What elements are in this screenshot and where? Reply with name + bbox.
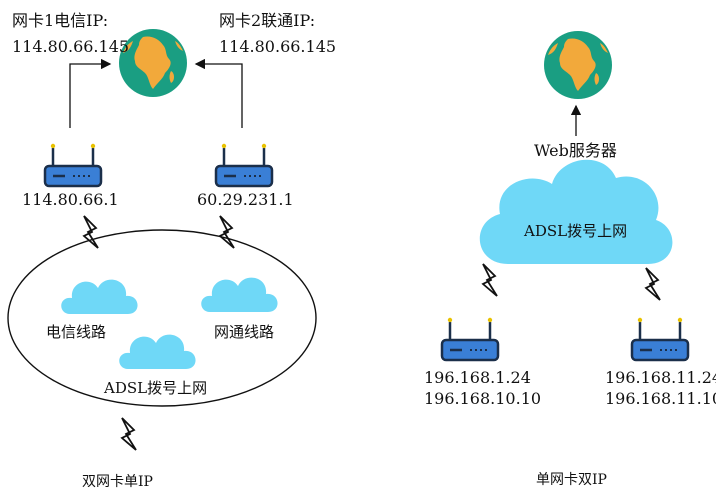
wireless-bolt-icon-3 xyxy=(121,417,137,451)
router2-ip: 60.29.231.1 xyxy=(197,190,294,209)
router-icon-1 xyxy=(43,142,103,188)
left-panel: 网卡1电信IP: 114.80.66.145 网卡2联通IP: 114.80.6… xyxy=(7,11,336,490)
cloud-adsl-label: ADSL拨号上网 xyxy=(103,379,207,397)
web-server-label: Web服务器 xyxy=(534,141,617,160)
cloud-icon-telecom xyxy=(61,279,138,314)
router-icon-4 xyxy=(630,316,690,362)
router3-ip1: 196.168.1.24 xyxy=(424,368,531,387)
internet-globe-icon-right xyxy=(544,31,612,99)
adsl-cloud-icon xyxy=(479,159,673,264)
cloud-telecom-label: 电信线路 xyxy=(46,323,106,341)
cloud-icon-unicom xyxy=(201,277,278,312)
isp1-label-line2: 114.80.66.145 xyxy=(12,37,129,56)
cloud-unicom-label: 网通线路 xyxy=(214,323,274,341)
router4-ip2: 196.168.11.10 xyxy=(605,389,716,408)
router-icon-3 xyxy=(440,316,500,362)
router1-ip: 114.80.66.1 xyxy=(22,190,119,209)
cloud-icon-adsl xyxy=(119,334,196,369)
router3-ip2: 196.168.10.10 xyxy=(424,389,541,408)
wireless-bolt-icon-2 xyxy=(219,215,235,249)
adsl-cloud-label: ADSL拨号上网 xyxy=(523,222,627,240)
router4-ip1: 196.168.11.24 xyxy=(605,368,716,387)
wireless-bolt-icon-4 xyxy=(482,263,498,297)
network-ellipse xyxy=(7,229,317,407)
wireless-bolt-icon-5 xyxy=(645,267,661,301)
left-caption: 双网卡单IP xyxy=(82,474,153,490)
isp2-label-line2: 114.80.66.145 xyxy=(219,37,336,56)
right-panel: Web服务器 ADSL拨号上网 196.168.1.24 196.168.10.… xyxy=(424,31,716,488)
uplink-arrow-right xyxy=(194,58,243,128)
router-icon-2 xyxy=(214,142,274,188)
isp2-label-line1: 网卡2联通IP: xyxy=(219,11,315,30)
internet-globe-icon xyxy=(119,29,187,97)
right-caption: 单网卡双IP xyxy=(536,472,607,488)
wireless-bolt-icon-1 xyxy=(83,215,99,249)
isp1-label-line1: 网卡1电信IP: xyxy=(12,11,108,30)
uplink-arrow-left xyxy=(69,58,112,128)
